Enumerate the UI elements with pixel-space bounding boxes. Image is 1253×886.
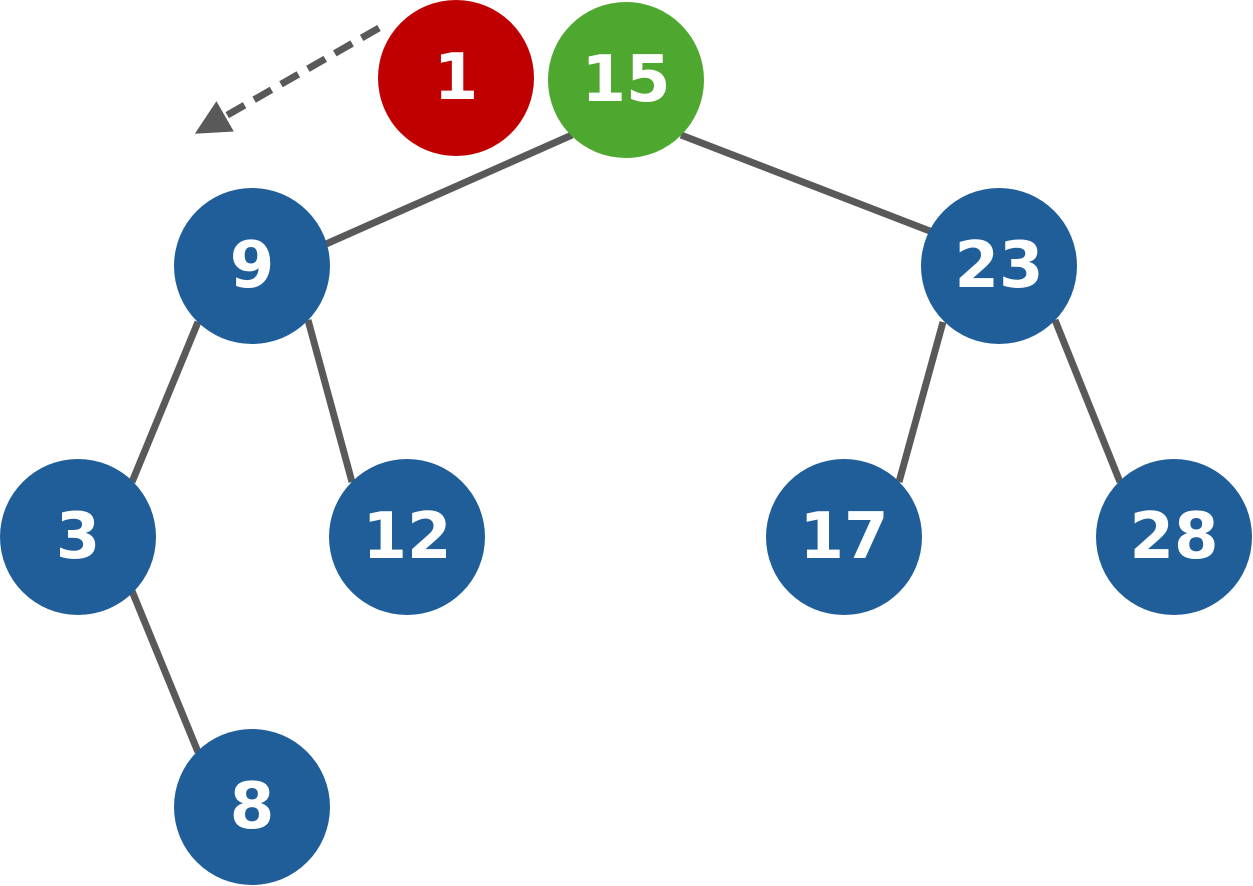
edge-9-12 (304, 319, 356, 483)
tree-node-8: 8 (174, 729, 330, 885)
tree-node-9-label: 9 (230, 229, 275, 303)
tree-node-8-circle (174, 729, 330, 885)
root-node-circle (548, 2, 704, 158)
edge-15-23 (679, 131, 937, 237)
tree-node-23: 23 (921, 188, 1077, 344)
tree-node-23-label: 23 (954, 229, 1043, 303)
tree-node-3-circle (0, 459, 156, 615)
edge-3-8 (128, 589, 202, 754)
tree-node-3: 3 (0, 459, 156, 615)
tree-node-12-circle (329, 459, 485, 615)
tree-node-28-circle (1096, 459, 1252, 615)
tree-node-28: 28 (1096, 459, 1252, 615)
insertion-direction-arrow (194, 24, 381, 134)
tree-node-3-label: 3 (56, 500, 101, 574)
tree-node-12: 12 (329, 459, 485, 615)
tree-node-17-label: 17 (799, 500, 888, 574)
edge-23-17 (895, 321, 947, 483)
tree-node-8-label: 8 (230, 770, 275, 844)
tree-node-17: 17 (766, 459, 922, 615)
edge-9-3 (128, 320, 202, 484)
edge-15-9 (315, 131, 574, 252)
tree-edges (128, 131, 1124, 754)
inserted-node-label: 1 (434, 41, 479, 115)
inserted-node-circle (378, 0, 534, 156)
root-node: 15 (548, 2, 704, 158)
tree-node-9-circle (174, 188, 330, 344)
tree-node-23-circle (921, 188, 1077, 344)
tree-node-17-circle (766, 459, 922, 615)
inserted-node: 1 (378, 0, 534, 156)
root-node-label: 15 (581, 43, 670, 117)
tree-node-9: 9 (174, 188, 330, 344)
tree-node-12-label: 12 (362, 500, 451, 574)
edge-23-28 (1051, 318, 1124, 484)
tree-node-28-label: 28 (1129, 500, 1218, 574)
